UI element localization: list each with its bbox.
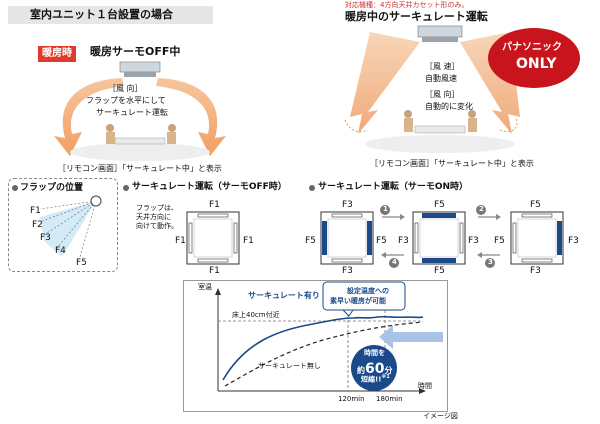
u1-bottom: F3 — [342, 266, 353, 276]
callout-box — [322, 281, 406, 311]
u2-right: F3 — [468, 236, 479, 246]
left-remote-caption: ［リモコン画面］「サーキュレート中」と表示 — [58, 164, 222, 173]
on-unit-3 — [510, 211, 564, 265]
step-arrow-3 — [477, 252, 500, 268]
step-1-label: 1 — [383, 205, 388, 213]
header-title: 室内ユニット１台設置の場合 — [30, 8, 173, 21]
u2-bottom: F5 — [434, 266, 445, 276]
tick-120min: 120min — [338, 395, 365, 403]
left-wind-dir-label: ［風 向］ — [108, 84, 143, 93]
savings-suffix: 分 — [384, 366, 393, 375]
flap-label-f3: F3 — [40, 233, 51, 243]
right-wind-dir-value: 自動的に変化 — [425, 102, 473, 111]
callout-line2: 素早い暖房が可能 — [330, 297, 386, 305]
right-wind-dir-label: ［風 向］ — [425, 90, 460, 99]
off-note1: フラップは、 — [136, 204, 178, 212]
brand-badge-line2: ONLY — [516, 56, 557, 72]
left-heading: 暖房サーモOFF中 — [90, 45, 181, 58]
flap-label-f1: F1 — [30, 206, 41, 216]
flap-label-f5: F5 — [76, 258, 87, 268]
u3-top: F5 — [530, 200, 541, 210]
u3-left: F5 — [494, 236, 505, 246]
u1-top: F3 — [342, 200, 353, 210]
savings-line3: 短縮!!※1 — [361, 374, 390, 384]
left-line1: フラップを水平にして — [86, 96, 166, 105]
off-label-right: F1 — [243, 236, 254, 246]
u2-left: F3 — [398, 236, 409, 246]
compat-note: 対応機種：4方向天井カセット形のみ。 — [345, 1, 469, 9]
off-label-left: F1 — [175, 236, 186, 246]
chart-without-label: サーキュレート無し — [258, 362, 321, 370]
off-label-bottom: F1 — [209, 266, 220, 276]
temperature-chart — [215, 281, 443, 394]
on-unit-2 — [412, 211, 466, 265]
heating-badge: 暖房時 — [38, 46, 76, 62]
on-unit-1 — [320, 211, 374, 265]
chart-ref-label: 床上40cm付近 — [232, 311, 280, 319]
right-wind-speed-label: ［風 速］ — [425, 62, 460, 71]
image-note: イメージ図 — [423, 412, 458, 420]
savings-badge — [351, 345, 397, 391]
right-wind-speed-value: 自動風速 — [425, 74, 457, 83]
savings-note: ※1 — [381, 374, 390, 380]
ceiling-unit-left — [119, 61, 161, 73]
right-air-fan-left — [350, 32, 420, 134]
on-bullet-icon — [309, 185, 315, 191]
callout-line1: 設定温度への — [347, 287, 389, 295]
flap-bullet-icon — [12, 185, 18, 191]
right-remote-caption: ［リモコン画面］「サーキュレート中」と表示 — [370, 159, 534, 168]
chart-xlabel: 時間 — [418, 382, 432, 390]
curve-without-circulation — [224, 321, 424, 387]
step-arrow-1 — [380, 205, 405, 220]
brand-badge-line1: パナソニック — [502, 42, 562, 53]
left-line2: サーキュレート運転 — [96, 108, 168, 117]
off-unit-diagram — [186, 211, 240, 265]
savings-text: 短縮!! — [361, 375, 382, 384]
savings-line1: 時間を — [364, 349, 385, 357]
header-title-box — [8, 6, 213, 24]
u3-bottom: F3 — [530, 266, 541, 276]
chart-with-label: サーキュレート有り — [248, 291, 320, 300]
brand-badge — [488, 28, 580, 88]
right-scene-title: 暖房中のサーキュレート運転 — [345, 10, 488, 23]
off-note3: 向けて動作。 — [136, 222, 178, 230]
step-arrow-2 — [476, 205, 501, 220]
u1-left: F5 — [305, 236, 316, 246]
step-arrow-4 — [381, 252, 404, 268]
chart-ylabel: 室温 — [198, 283, 212, 291]
tick-180min: 180min — [376, 395, 403, 403]
step-4-label: 4 — [392, 258, 397, 266]
flap-label-f4: F4 — [55, 246, 66, 256]
off-title: サーキュレート運転（サーモOFF時） — [132, 182, 287, 192]
off-note2: 天井方向に — [136, 213, 171, 221]
off-bullet-icon — [123, 185, 129, 191]
flap-title: フラップの位置 — [20, 183, 84, 193]
flap-label-f2: F2 — [32, 220, 43, 230]
savings-line2: 約60分 — [357, 358, 392, 377]
on-title: サーキュレート運転（サーモON時） — [318, 182, 469, 192]
left-air-arrow — [54, 78, 124, 156]
step-2-label: 2 — [479, 205, 484, 213]
off-label-top: F1 — [209, 200, 220, 210]
u2-top: F5 — [434, 200, 445, 210]
savings-value: 60 — [365, 361, 385, 377]
step-3-label: 3 — [488, 258, 493, 266]
savings-prefix: 約 — [357, 366, 365, 375]
u1-right: F5 — [376, 236, 387, 246]
left-room-illustration — [54, 61, 226, 161]
curve-with-circulation — [222, 315, 424, 381]
flap-fan-diagram — [39, 195, 102, 258]
ceiling-unit-right — [417, 25, 463, 38]
flap-position-box — [8, 178, 118, 272]
right-air-arrow — [156, 78, 226, 156]
u3-right: F3 — [568, 236, 579, 246]
